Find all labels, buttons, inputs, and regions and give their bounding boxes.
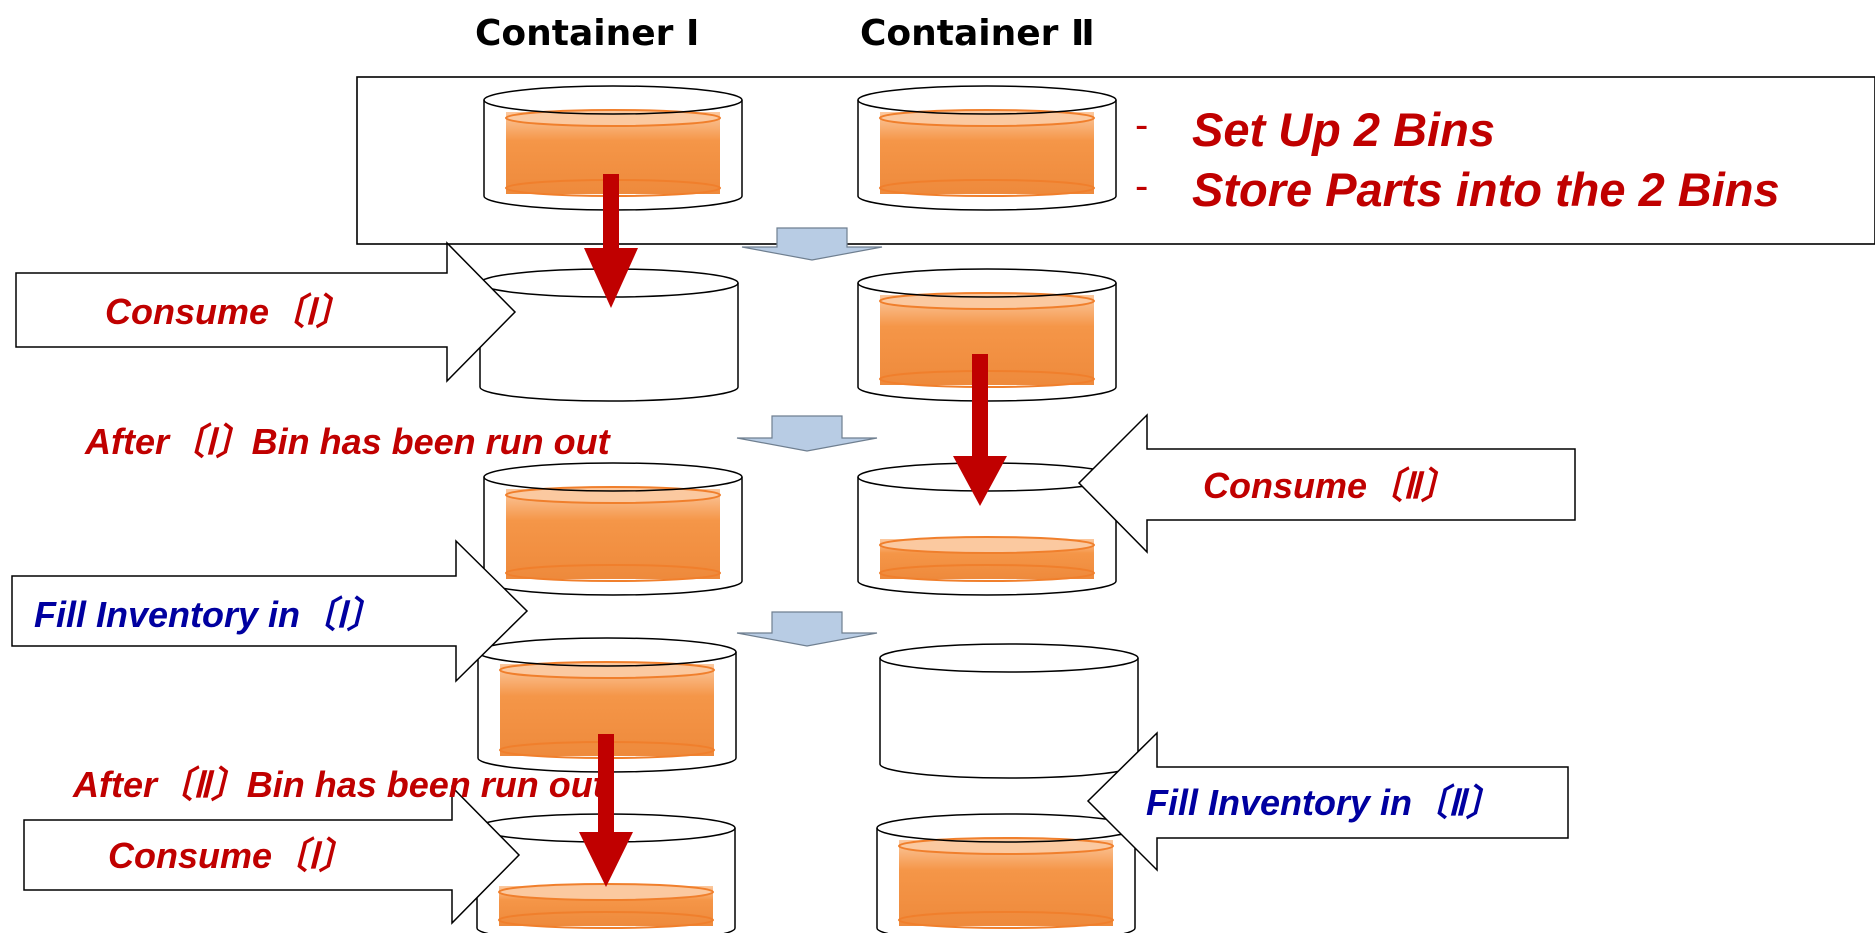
consume-arrow-1 (584, 174, 638, 308)
label-consume-1-top: Consume〔Ⅰ〕 (105, 291, 352, 332)
callout-consume-2 (1077, 413, 1576, 554)
bin-stage-4-container-2 (879, 643, 1139, 779)
parts-content (505, 486, 721, 582)
label-consume-2: Consume〔Ⅱ〕 (1203, 465, 1457, 506)
callout-fill-1 (11, 539, 529, 683)
bin-stage-5-container-2 (876, 813, 1136, 933)
callout-fill-2 (1086, 731, 1569, 872)
consume-arrow-2 (953, 354, 1007, 506)
parts-content (879, 109, 1095, 197)
step-arrow-3 (736, 611, 878, 647)
parts-content (879, 536, 1095, 582)
container-2-header: Container Ⅱ (860, 13, 1095, 54)
setup-note-1: Set Up 2 Bins (1192, 103, 1495, 156)
label-fill-1: Fill Inventory in〔Ⅰ〕 (34, 594, 383, 635)
parts-content (498, 883, 714, 929)
callout-consume-1-bottom (23, 785, 521, 925)
label-after-1-run-out: After〔Ⅰ〕Bin has been run out (84, 421, 612, 462)
setup-note-2: Store Parts into the 2 Bins (1192, 163, 1780, 216)
bin-stage-3-container-1 (483, 462, 743, 596)
callout-consume-1-top (15, 241, 517, 383)
step-arrow-1 (741, 227, 883, 261)
step-arrow-2 (736, 415, 878, 452)
setup-dash-2: - (1135, 164, 1148, 208)
label-fill-2: Fill Inventory in〔Ⅱ〕 (1146, 782, 1502, 823)
container-1-header: Container Ⅰ (475, 13, 699, 54)
consume-arrow-3 (579, 734, 633, 887)
label-after-2-run-out: After〔Ⅱ〕Bin has been run out (72, 764, 607, 805)
bin-stage-3-container-2 (857, 462, 1117, 596)
parts-content (898, 837, 1114, 929)
bins-layer (476, 85, 1139, 933)
setup-frame (356, 76, 1875, 245)
setup-dash-1: - (1135, 103, 1148, 147)
label-consume-1-bottom: Consume〔Ⅰ〕 (108, 835, 355, 876)
bin-stage-1-container-2 (857, 85, 1117, 211)
